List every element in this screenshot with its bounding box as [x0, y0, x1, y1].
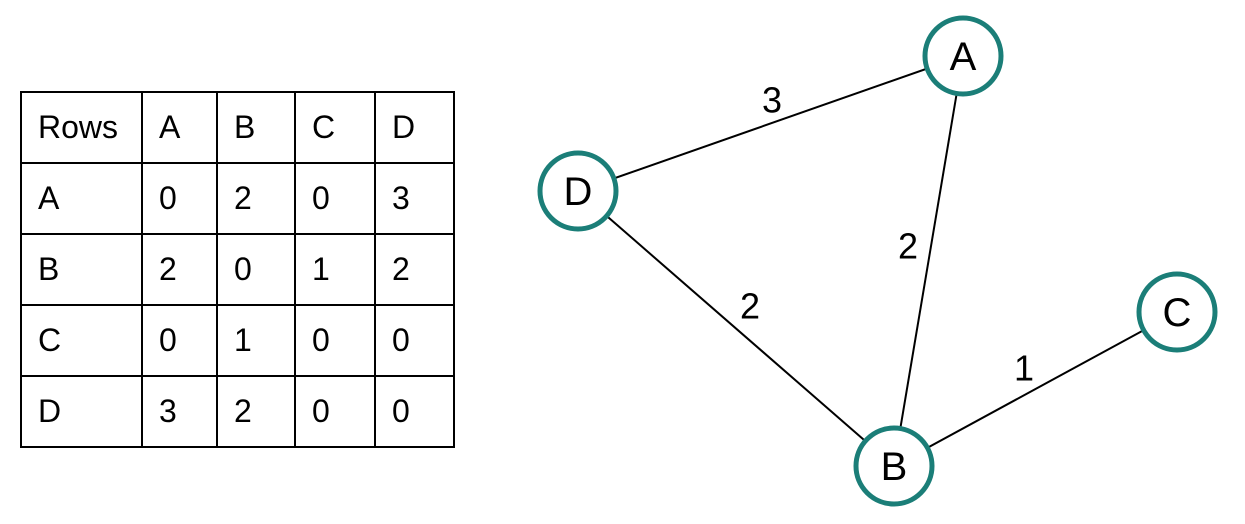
table-header-cell: C	[294, 91, 376, 164]
graph-node-A: A	[922, 15, 1004, 97]
table-cell: 0	[374, 375, 455, 448]
table-header-cell: B	[216, 91, 296, 164]
edge-weight-A-B: 2	[898, 226, 918, 267]
edge-D-A	[577, 55, 964, 192]
node-circle-C	[1136, 271, 1218, 353]
node-circle-A	[922, 15, 1004, 97]
table-cell: 1	[294, 233, 376, 306]
node-label-B: B	[881, 445, 908, 489]
edge-weight-D-B: 2	[740, 286, 760, 327]
node-label-A: A	[950, 35, 977, 79]
table-row-label: C	[20, 304, 143, 377]
table-cell: 2	[216, 375, 296, 448]
graph-node-C: C	[1136, 271, 1218, 353]
graph-node-B: B	[853, 425, 935, 507]
table-cell: 1	[216, 304, 296, 377]
edge-weight-D-A: 3	[762, 80, 782, 121]
table-cell: 0	[216, 233, 296, 306]
table-cell: 0	[294, 162, 376, 235]
table-cell: 2	[374, 233, 455, 306]
node-label-C: C	[1163, 291, 1192, 335]
table-header-cell: Rows	[20, 91, 143, 164]
graph-node-D: D	[537, 150, 619, 232]
table-cell: 0	[374, 304, 455, 377]
edge-B-C	[893, 311, 1178, 467]
edge-A-B	[893, 55, 964, 467]
table-cell: 2	[216, 162, 296, 235]
node-label-D: D	[564, 170, 593, 214]
table-cell: 3	[374, 162, 455, 235]
table-header-cell: D	[374, 91, 455, 164]
table-row-label: D	[20, 375, 143, 448]
table-cell: 0	[294, 375, 376, 448]
node-circle-B	[853, 425, 935, 507]
edge-weight-B-C: 1	[1014, 348, 1034, 389]
table-cell: 2	[141, 233, 218, 306]
table-row-label: B	[20, 233, 143, 306]
table-cell: 0	[141, 162, 218, 235]
table-cell: 0	[141, 304, 218, 377]
table-header-cell: A	[141, 91, 218, 164]
table-row-label: A	[20, 162, 143, 235]
edge-D-B	[577, 190, 895, 467]
table-cell: 3	[141, 375, 218, 448]
node-circle-D	[537, 150, 619, 232]
table-cell: 0	[294, 304, 376, 377]
